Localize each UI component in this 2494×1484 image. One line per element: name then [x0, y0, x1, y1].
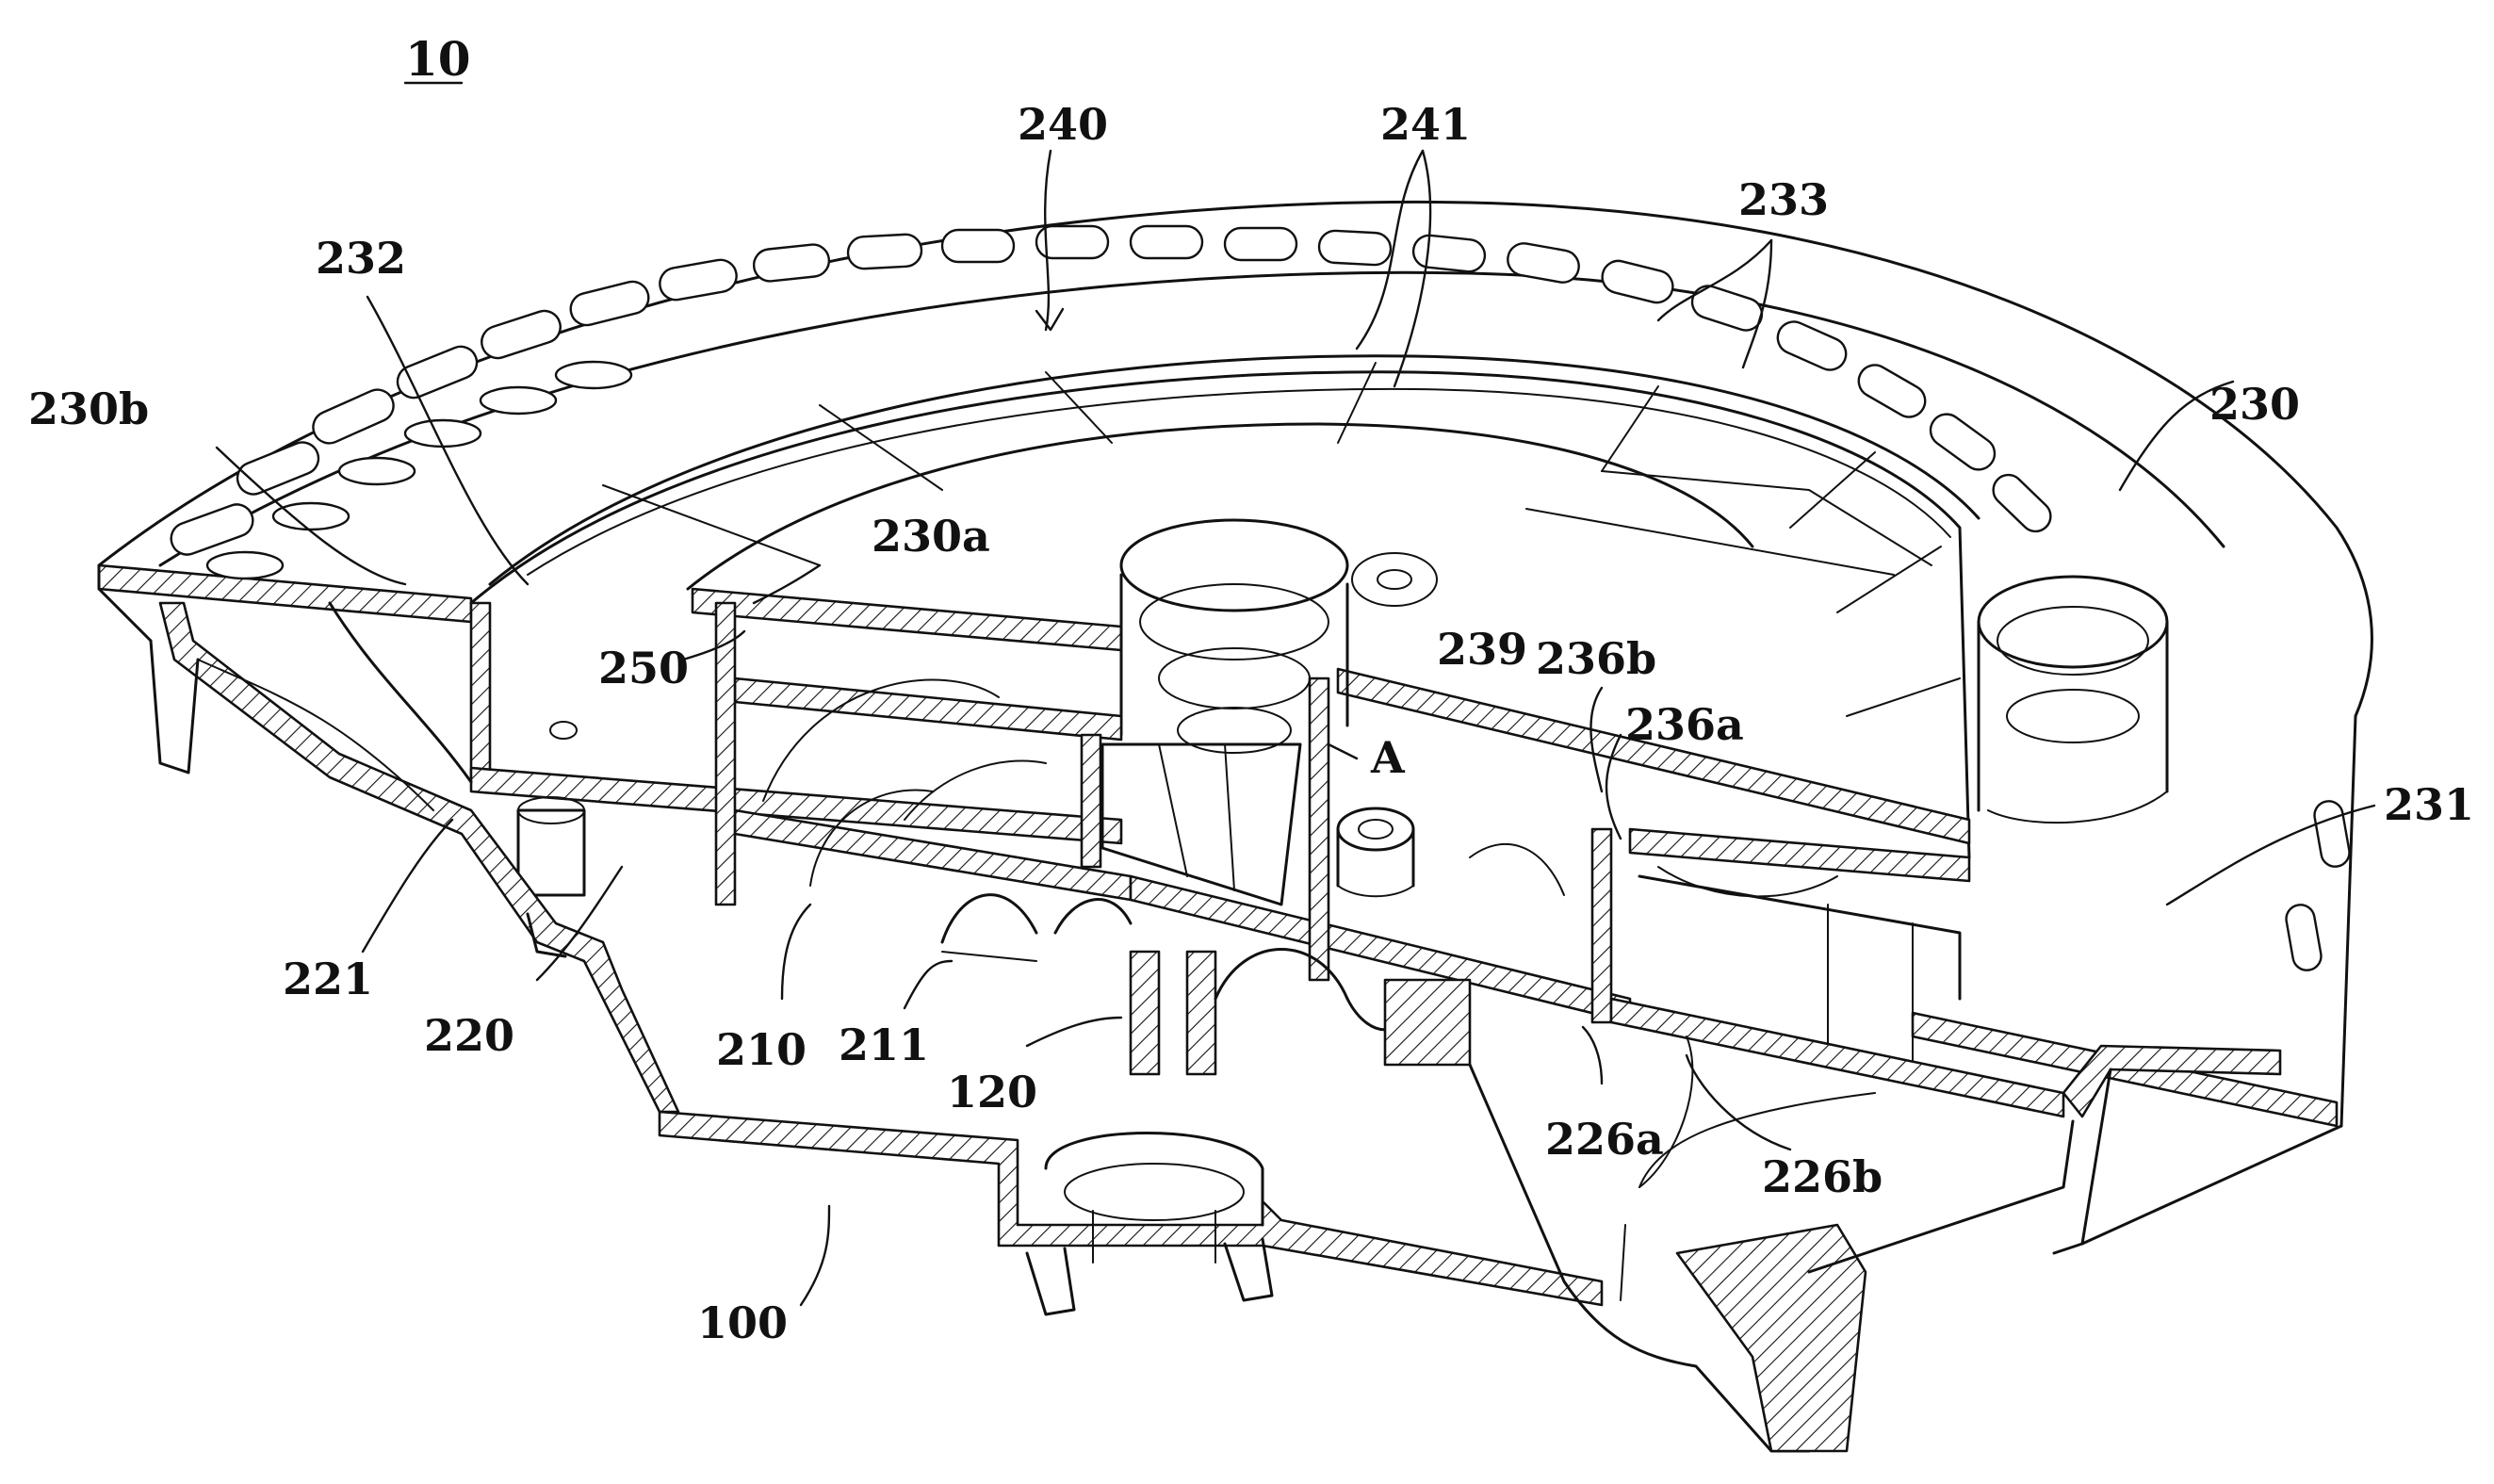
lower-housing: [99, 565, 2341, 1451]
label-231: 231: [2384, 779, 2474, 830]
label-233: 233: [1738, 174, 1829, 225]
label-236b: 236b: [1536, 633, 1656, 684]
label-120: 120: [947, 1067, 1037, 1117]
label-100: 100: [697, 1297, 788, 1348]
label-230b: 230b: [28, 383, 149, 434]
leader-lines: [217, 83, 2374, 1305]
label-221: 221: [283, 954, 373, 1004]
label-236a: 236a: [1625, 699, 1744, 750]
label-232: 232: [316, 233, 406, 284]
label-210: 210: [716, 1024, 807, 1075]
label-241: 241: [1380, 99, 1471, 150]
label-211: 211: [839, 1019, 929, 1070]
outer-rim: [99, 202, 2372, 1126]
figure-number: 10: [405, 31, 471, 87]
label-226b: 226b: [1762, 1151, 1883, 1202]
label-230a: 230a: [872, 511, 990, 562]
label-A: A: [1370, 732, 1406, 783]
label-220: 220: [424, 1010, 514, 1061]
label-240: 240: [1018, 99, 1108, 150]
label-230: 230: [2209, 379, 2300, 430]
label-250: 250: [598, 643, 689, 693]
label-239: 239: [1437, 624, 1527, 675]
label-226a: 226a: [1545, 1114, 1664, 1165]
